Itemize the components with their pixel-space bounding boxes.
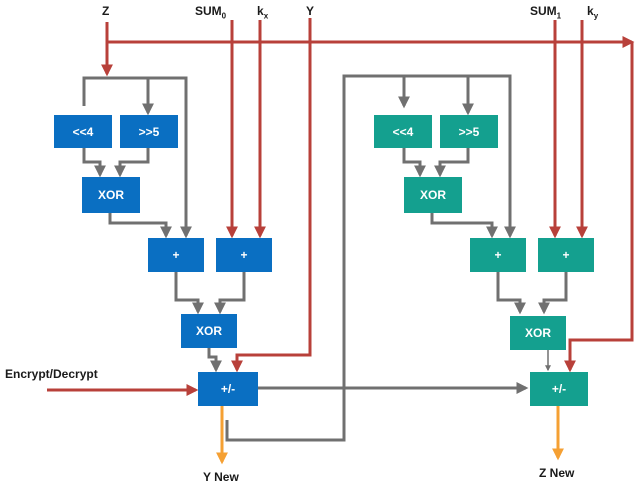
sum0-subscript: 0 bbox=[221, 11, 227, 21]
sum0-input-label: SUM0 bbox=[195, 4, 226, 20]
sum1-subscript: 1 bbox=[556, 11, 562, 21]
left-xor2-out bbox=[207, 348, 222, 373]
left-add1-out bbox=[174, 272, 204, 315]
left-shift-left-block: <<4 bbox=[54, 115, 112, 148]
right-shr-out bbox=[434, 147, 470, 178]
y-input-wire bbox=[231, 18, 312, 373]
gray-wires bbox=[82, 74, 568, 442]
right-xor1-block: XOR bbox=[404, 177, 462, 213]
left-add2-block: + bbox=[216, 238, 272, 272]
right-fanout-bus bbox=[468, 74, 516, 239]
right-add1-block: + bbox=[470, 238, 526, 272]
right-shl-out bbox=[402, 147, 426, 178]
left-fanout-bus bbox=[82, 76, 192, 239]
sum0-main-text: SUM bbox=[195, 4, 222, 18]
right-xor2-block: XOR bbox=[510, 316, 566, 350]
kx-main-text: k bbox=[257, 4, 264, 18]
red-wires bbox=[47, 18, 635, 396]
left-shift-right-block: >>5 bbox=[120, 115, 178, 148]
right-shift-right-block: >>5 bbox=[440, 115, 498, 148]
z-input-label: Z bbox=[102, 4, 110, 18]
z-new-output-label: Z New bbox=[539, 466, 575, 480]
kx-subscript: x bbox=[263, 11, 269, 21]
left-xor2-block: XOR bbox=[181, 314, 237, 348]
left-shl-out bbox=[82, 147, 106, 178]
left-shr-out bbox=[114, 147, 150, 178]
right-add2-out bbox=[538, 272, 568, 315]
left-add2-out bbox=[214, 272, 246, 315]
right-shift-left-block: <<4 bbox=[374, 115, 432, 148]
sum1-input-label: SUM1 bbox=[530, 4, 561, 20]
ky-subscript: y bbox=[593, 11, 599, 21]
right-addsub-block: +/- bbox=[530, 372, 588, 406]
ky-main-text: k bbox=[587, 4, 594, 18]
output-wires bbox=[216, 406, 564, 465]
ky-input-label: ky bbox=[587, 4, 598, 20]
kx-input-label: kx bbox=[257, 4, 268, 20]
left-xor1-out bbox=[108, 213, 172, 239]
right-add2-block: + bbox=[538, 238, 594, 272]
right-fanout-shr bbox=[404, 74, 474, 116]
z-right-drop-wire bbox=[564, 42, 634, 373]
left-add1-block: + bbox=[148, 238, 204, 272]
encrypt-decrypt-label: Encrypt/Decrypt bbox=[5, 367, 98, 381]
y-input-label: Y bbox=[306, 4, 315, 18]
left-xor1-block: XOR bbox=[82, 177, 140, 213]
left-addsub-block: +/- bbox=[198, 372, 258, 406]
sum1-main-text: SUM bbox=[530, 4, 557, 18]
y-new-output-label: Y New bbox=[203, 470, 239, 484]
right-add1-out bbox=[496, 272, 526, 315]
ynew-feedback bbox=[225, 74, 410, 442]
right-xor1-out bbox=[430, 213, 498, 239]
